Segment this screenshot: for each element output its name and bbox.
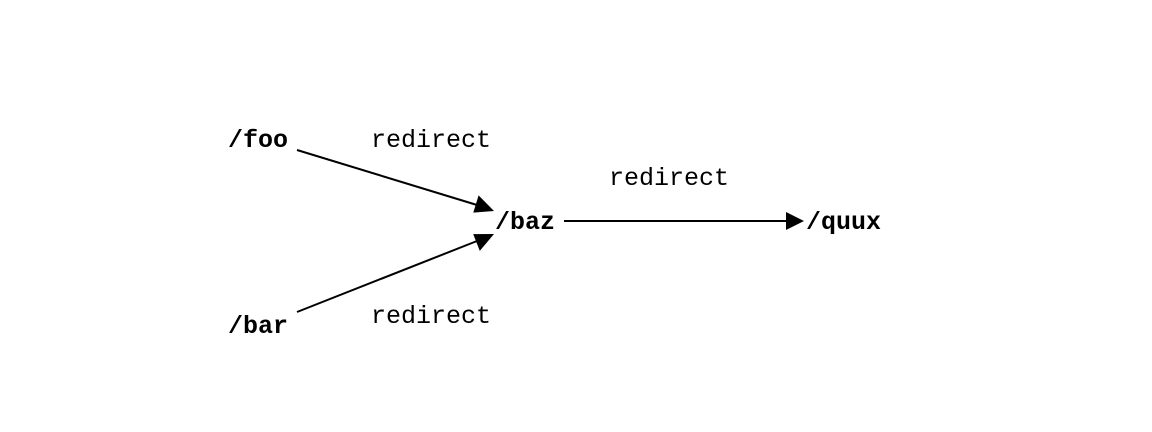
edge-label-bar-baz: redirect <box>371 302 491 331</box>
edge-bar-baz <box>296 234 494 313</box>
edge-label-foo-baz: redirect <box>371 126 491 155</box>
edge-label-baz-quux: redirect <box>609 164 729 193</box>
edge-bar-baz-arrowhead <box>473 234 494 251</box>
node-baz: /baz <box>495 208 555 237</box>
edge-foo-baz <box>296 149 494 213</box>
node-bar: /bar <box>228 312 288 341</box>
node-foo: /foo <box>228 126 288 155</box>
node-quux: /quux <box>806 208 881 237</box>
edge-baz-quux-arrowhead <box>786 212 804 230</box>
edge-foo-baz-line <box>296 149 478 206</box>
edge-baz-quux <box>564 212 804 230</box>
edge-bar-baz-line <box>296 240 478 313</box>
edge-foo-baz-arrowhead <box>473 195 494 213</box>
